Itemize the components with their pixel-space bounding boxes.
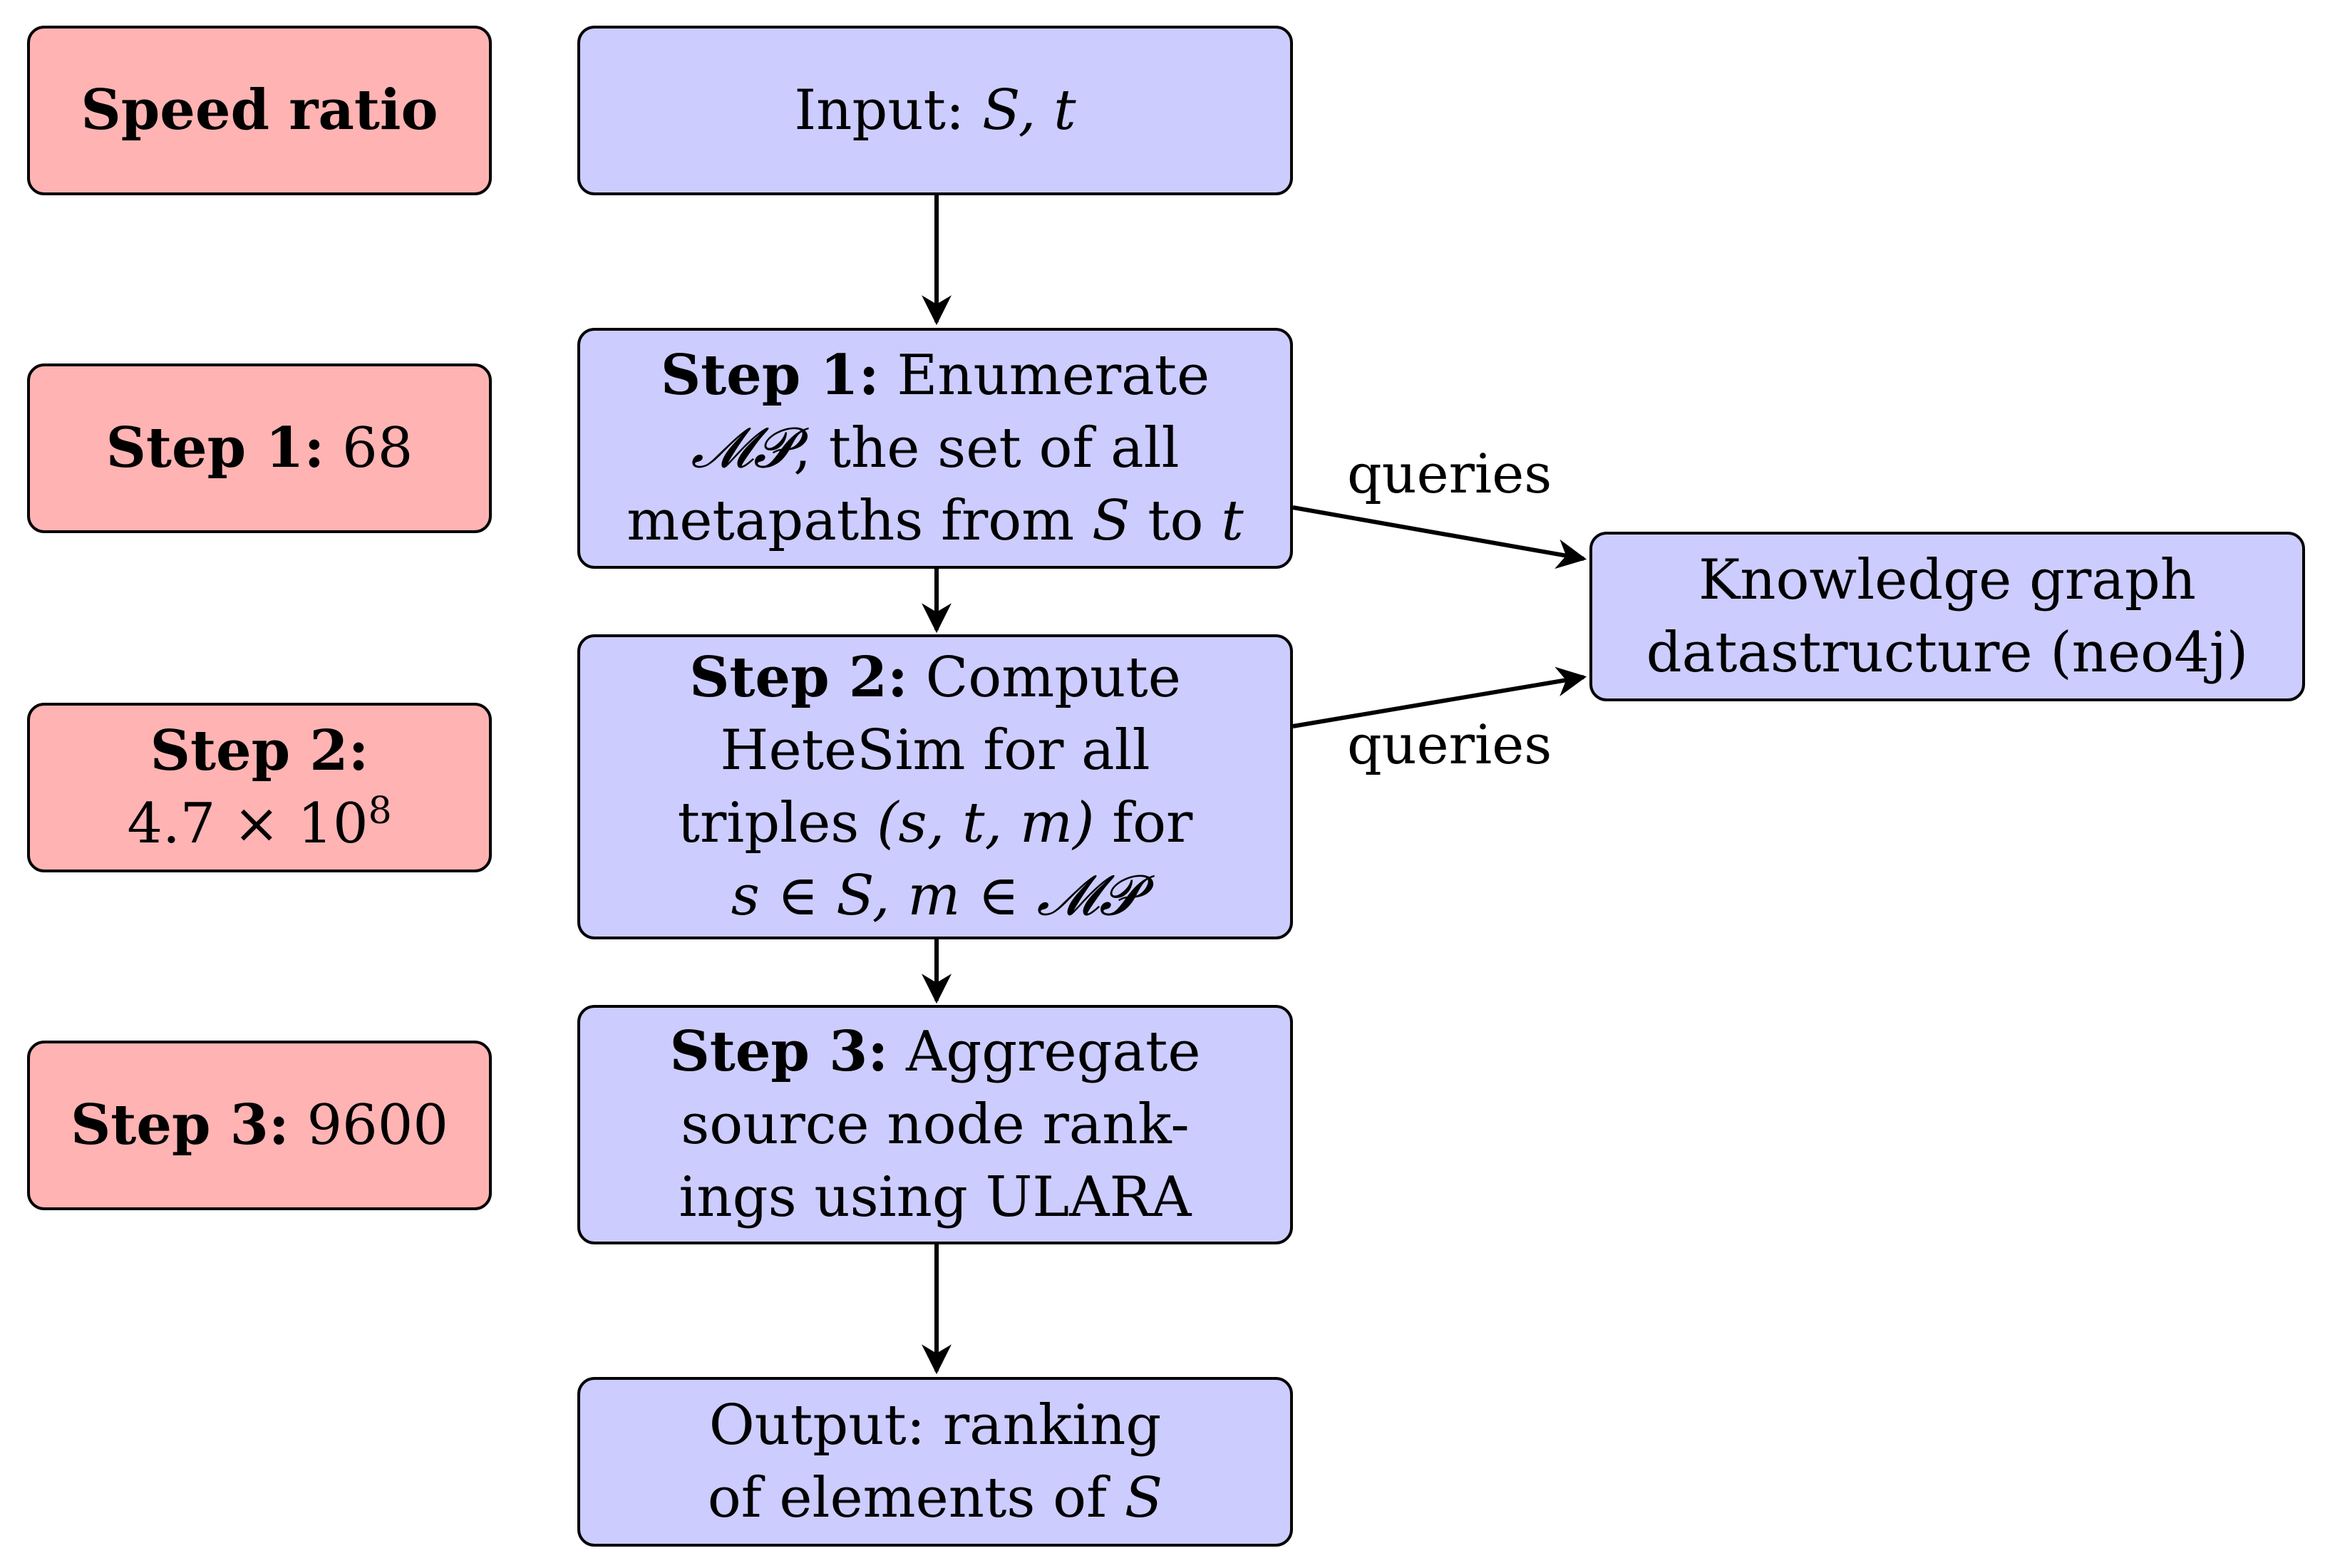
step2-line4: s ∈ S, m ∈ 𝓜𝓟 <box>731 864 1140 928</box>
step2-line1: Step 2: Compute <box>689 645 1181 710</box>
speed-ratio-header: Speed ratio <box>81 78 438 143</box>
arrow-step2-queries-kg <box>1292 666 1587 728</box>
step2-line2: HeteSim for all <box>720 718 1150 783</box>
speed-step1-text: Step 1: 68 <box>105 416 413 480</box>
speed-step3-box: Step 3: 9600 <box>27 1041 492 1210</box>
step2-line3: triples (s, t, m) for <box>677 791 1193 855</box>
speed-step1-box: Step 1: 68 <box>27 363 492 533</box>
step3-line3: ings using ULARA <box>679 1165 1192 1229</box>
input-box: Input: S, t <box>577 26 1293 195</box>
speed-step2-label: Step 2: <box>150 718 369 783</box>
output-box: Output: ranking of elements of S <box>577 1377 1293 1547</box>
step1-line1: Step 1: Enumerate <box>660 343 1210 408</box>
step3-line1: Step 3: Aggregate <box>669 1019 1201 1084</box>
speed-ratio-header-box: Speed ratio <box>27 26 492 195</box>
step1-line3: metapaths from S to t <box>627 489 1244 553</box>
queries-label-top: queries <box>1347 442 1552 505</box>
knowledge-graph-box: Knowledge graph datastructure (neo4j) <box>1589 532 2305 701</box>
kg-line1: Knowledge graph <box>1698 548 2197 612</box>
step3-box: Step 3: Aggregate source node rank- ings… <box>577 1005 1293 1244</box>
step3-line2: source node rank- <box>681 1093 1190 1157</box>
input-text: Input: S, t <box>794 78 1076 143</box>
speed-step3-text: Step 3: 9600 <box>70 1093 449 1157</box>
output-line1: Output: ranking <box>708 1393 1162 1458</box>
step2-box: Step 2: Compute HeteSim for all triples … <box>577 634 1293 939</box>
speed-step2-value: 4.7 × 108 <box>127 790 392 856</box>
queries-label-bottom: queries <box>1347 713 1552 776</box>
speed-step2-box: Step 2: 4.7 × 108 <box>27 703 492 872</box>
arrow-step1-queries-kg <box>1292 505 1587 569</box>
step1-line2: 𝓜𝓟, the set of all <box>691 416 1180 480</box>
output-line2: of elements of S <box>707 1466 1163 1530</box>
kg-line2: datastructure (neo4j) <box>1646 621 2249 685</box>
step1-box: Step 1: Enumerate 𝓜𝓟, the set of all met… <box>577 328 1293 569</box>
